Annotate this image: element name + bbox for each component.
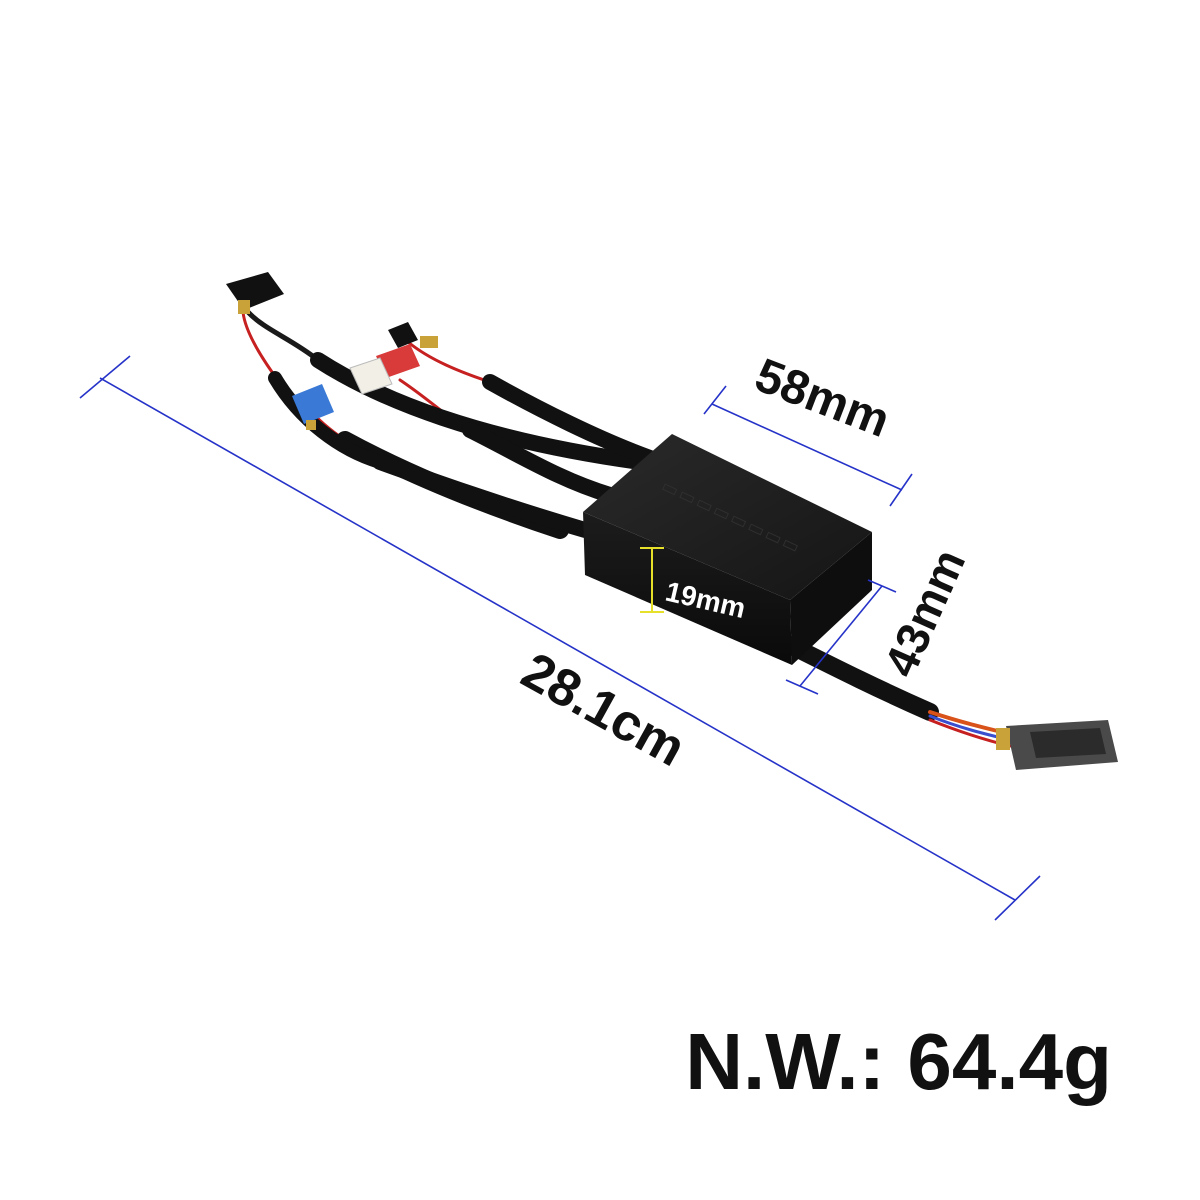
connector-plug-small-black (388, 322, 438, 348)
height-dimension-marker (640, 547, 664, 613)
connector-plug-white (349, 357, 393, 395)
connector-plug-red (376, 344, 420, 378)
length-dimension-tick-left (79, 355, 131, 399)
net-weight-label: N.W.: 64.4g (685, 1017, 1112, 1106)
width-dimension-tick-left (703, 385, 727, 415)
connector-plug-output (996, 720, 1118, 770)
depth-dimension-tick-top (867, 579, 897, 593)
connector-plug-black-top (226, 272, 284, 314)
depth-dimension-tick-bottom (785, 679, 819, 695)
width-dimension-tick-right (889, 473, 913, 507)
controller-box: ▭▭▭▭▭▭▭▭ (583, 434, 872, 665)
length-dimension-line (99, 377, 1016, 901)
width-dimension-line (711, 403, 903, 491)
length-label: 28.1cm (512, 642, 694, 778)
depth-label: 43mm (874, 541, 976, 684)
connector-plug-blue (292, 384, 334, 430)
depth-dimension-line (799, 585, 883, 687)
length-dimension-tick-right (994, 875, 1041, 921)
dimension-lines (79, 355, 1041, 921)
width-label: 58mm (748, 349, 897, 448)
